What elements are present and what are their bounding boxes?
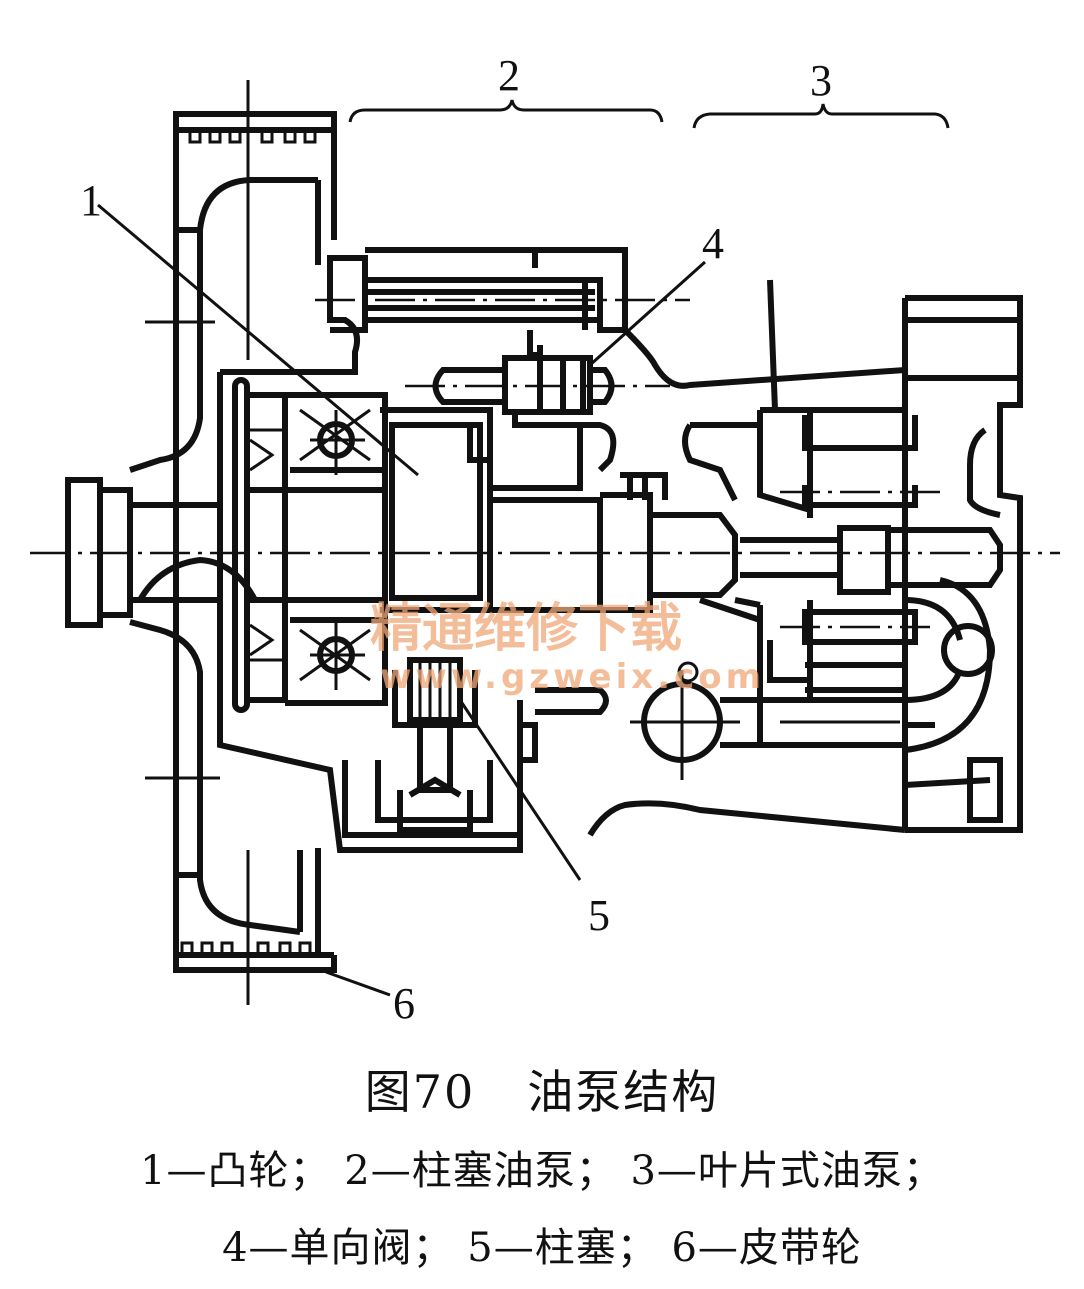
- legend-item-belt-pulley: 6—皮带轮: [671, 1225, 862, 1271]
- belt-pulley: [129, 80, 337, 1005]
- housing-top-right: [622, 295, 1023, 833]
- callout-6: 6: [393, 979, 415, 1028]
- leader-6: [325, 970, 391, 997]
- watermark-title: 精通维修下载: [370, 599, 682, 659]
- housing-bottom: [517, 661, 906, 837]
- watermark-url: www.gzweix.com: [380, 657, 765, 697]
- legend-line-2: 4—单向阀； 5—柱塞； 6—皮带轮: [0, 1222, 1084, 1274]
- brace-plunger-pump: [348, 99, 664, 123]
- figure-caption: 图70 油泵结构: [0, 1062, 1084, 1122]
- leader-4: [588, 260, 707, 367]
- leader-1: [97, 203, 419, 477]
- legend-item-plunger-pump: 2—柱塞油泵；: [344, 1148, 617, 1194]
- callout-2: 2: [498, 51, 520, 100]
- leader-5: [458, 699, 582, 881]
- cam: [380, 407, 493, 613]
- main-shaft: [490, 472, 1003, 613]
- brace-vane-pump: [692, 103, 950, 129]
- figure-number: 图70: [364, 1065, 476, 1119]
- legend-item-vane-pump: 3—叶片式油泵；: [630, 1148, 944, 1194]
- legend-item-plunger: 5—柱塞；: [467, 1225, 658, 1271]
- centerlines: [30, 298, 1060, 629]
- legend-item-cam: 1—凸轮；: [140, 1148, 331, 1194]
- pulley-nut: [65, 477, 258, 628]
- callout-1: 1: [80, 176, 102, 225]
- check-valve: [432, 355, 615, 428]
- plunger: [342, 657, 523, 838]
- callout-5: 5: [588, 891, 610, 940]
- callout-4: 4: [702, 219, 724, 268]
- housing-left: [217, 255, 523, 853]
- legend-line-1: 1—凸轮； 2—柱塞油泵； 3—叶片式油泵；: [0, 1145, 1084, 1197]
- callout-3: 3: [810, 56, 832, 105]
- oil-pump-structure-diagram: 1 2 3 4 5 6 精通维修下载 www.gzweix.com: [30, 51, 1060, 1028]
- figure-title: 油泵结构: [527, 1065, 720, 1119]
- legend-item-check-valve: 4—单向阀；: [222, 1225, 454, 1271]
